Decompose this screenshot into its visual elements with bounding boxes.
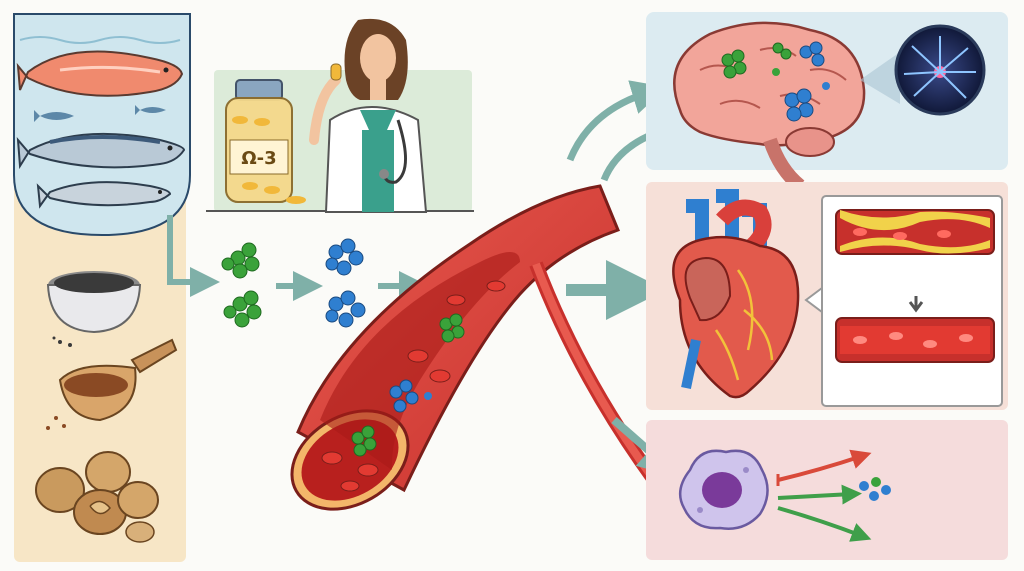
green-molecule-icon [223,290,262,328]
blue-molecule-icon [325,238,364,276]
blue-molecule-icon [784,82,830,122]
green-molecule-icon [351,425,377,457]
immune-cell-icon [678,449,769,530]
arrow-icon [167,215,220,297]
fish-icon [16,132,186,170]
supplement-panel: Ω-3 [206,18,474,213]
supplement-bottle-icon: Ω-3 [225,79,306,204]
heart-icon [672,189,800,399]
blue-molecule-icon [799,41,825,67]
seed-bowl-icon [46,271,142,347]
fish-icon [34,105,166,122]
artery-icon [835,317,995,363]
green-molecule-icon [772,42,792,76]
immune-panel [646,420,1008,560]
doctor-icon [309,18,428,213]
arrow-icon [777,449,872,482]
brain-panel [646,12,1008,192]
fish-icon [36,181,172,209]
blue-molecule-icon [389,379,432,413]
green-molecule-icon [221,242,260,279]
neuron-icon [894,24,986,116]
bottle-label: Ω-3 [241,148,276,169]
artery-icon [290,184,666,511]
flaxseed-scoop-icon [46,338,178,430]
heart-panel [646,182,1008,410]
arrow-icon [566,80,667,162]
down-arrow-icon [908,296,924,313]
molecule-flow [167,215,429,328]
fish-icon [16,50,184,97]
artery-icon [835,209,995,255]
arrow-icon [777,484,862,505]
green-molecule-icon [439,313,465,343]
blue-molecule-icon [325,290,366,328]
green-molecule-icon [721,49,747,79]
arrow-icon [777,506,872,542]
food-sources-panel [13,13,191,562]
walnut-icon [35,451,159,543]
